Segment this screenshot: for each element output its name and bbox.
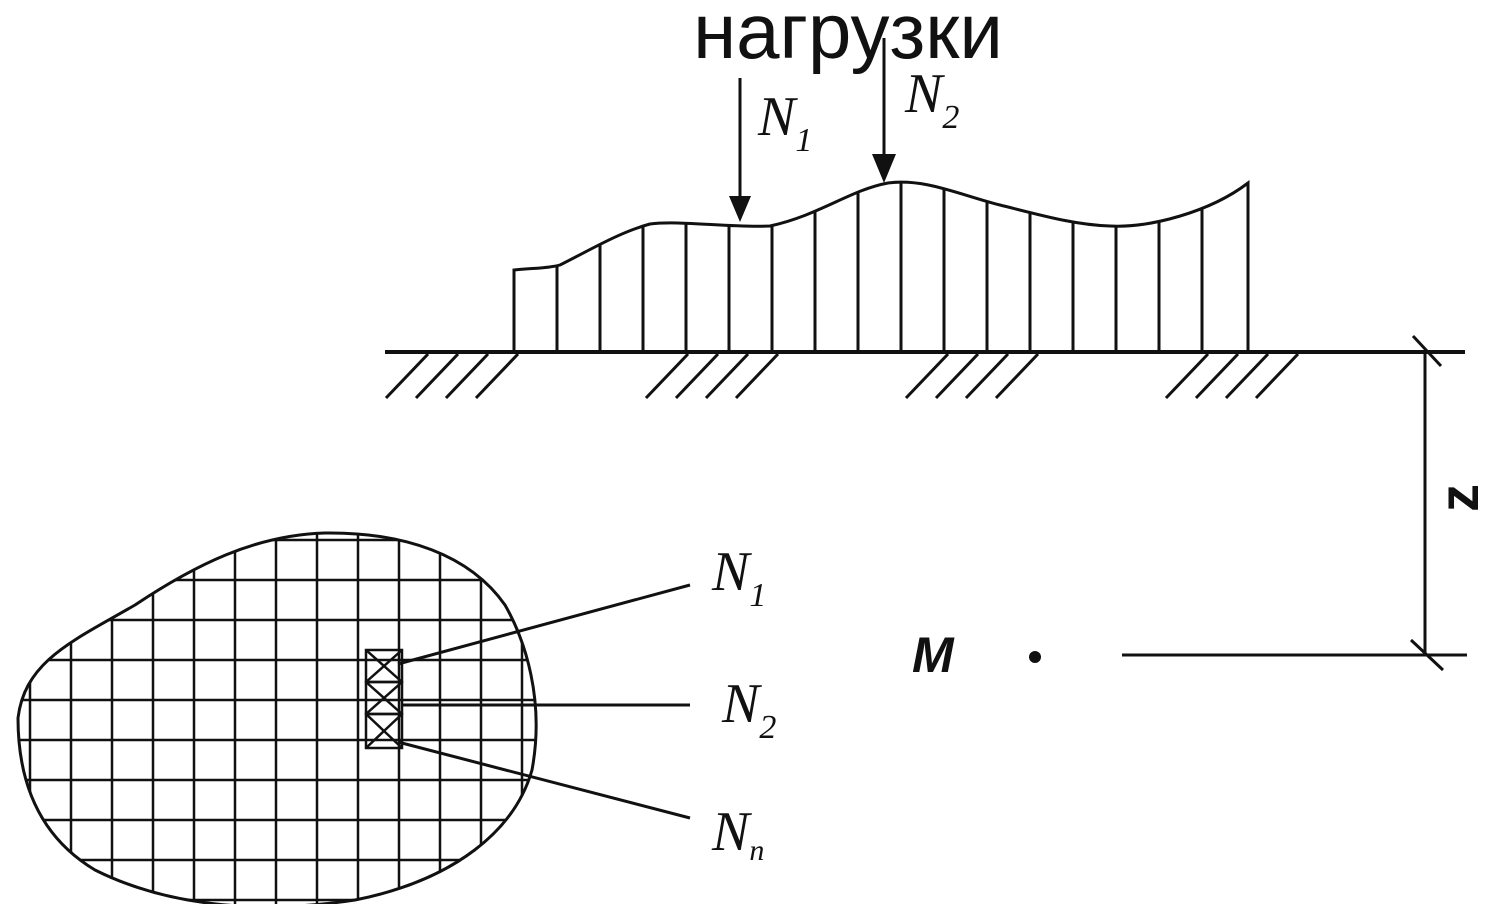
force-n2: N2 <box>872 38 959 183</box>
leader-line-n1 <box>397 583 691 666</box>
depth-tick-top <box>1411 334 1443 368</box>
area-label-n2: N2 <box>721 673 776 746</box>
point-m-dot <box>1029 651 1041 663</box>
load-diagram <box>512 179 1250 352</box>
hatch-stroke <box>1164 352 1210 400</box>
loaded-area-plan: N1 N2 Nn <box>16 531 776 909</box>
force-n1-label: N1 <box>757 86 812 159</box>
hatch-stroke <box>734 352 780 400</box>
hatch-stroke <box>904 352 950 400</box>
hatch-stroke <box>1194 352 1240 400</box>
force-n2-label: N2 <box>904 63 959 136</box>
point-m-label: M <box>912 627 955 683</box>
area-label-n: Nn <box>711 801 764 867</box>
hatch-stroke <box>934 352 980 400</box>
force-n1: N1 <box>729 78 812 222</box>
hatch-stroke <box>444 352 490 400</box>
hatch-stroke <box>1254 352 1300 400</box>
force-n1-arrowhead <box>729 196 751 222</box>
hatch-stroke <box>474 352 520 400</box>
hatch-stroke <box>1224 352 1270 400</box>
area-label-n1: N1 <box>711 541 766 614</box>
hatch-stroke <box>964 352 1010 400</box>
ground-section <box>384 350 1465 400</box>
depth-dimension: z <box>1409 334 1490 672</box>
elementary-cells <box>364 648 404 750</box>
load-ordinates <box>555 182 1204 352</box>
hatch-stroke <box>644 352 690 400</box>
hatch-stroke <box>704 352 750 400</box>
hatch-stroke <box>674 352 720 400</box>
cell-n3 <box>364 712 404 750</box>
point-m: M <box>912 627 1467 683</box>
depth-label: z <box>1427 484 1490 512</box>
ground-hatching <box>384 352 1300 400</box>
load-profile-curve <box>512 179 1250 352</box>
slide-title-fragment: нагрузки <box>693 0 1003 75</box>
force-n2-arrowhead <box>872 154 896 183</box>
area-grid <box>18 532 537 907</box>
hatch-stroke <box>994 352 1040 400</box>
hatch-stroke <box>384 352 430 400</box>
leader-line-n <box>397 740 691 820</box>
area-outline <box>16 531 538 909</box>
hatch-stroke <box>414 352 460 400</box>
